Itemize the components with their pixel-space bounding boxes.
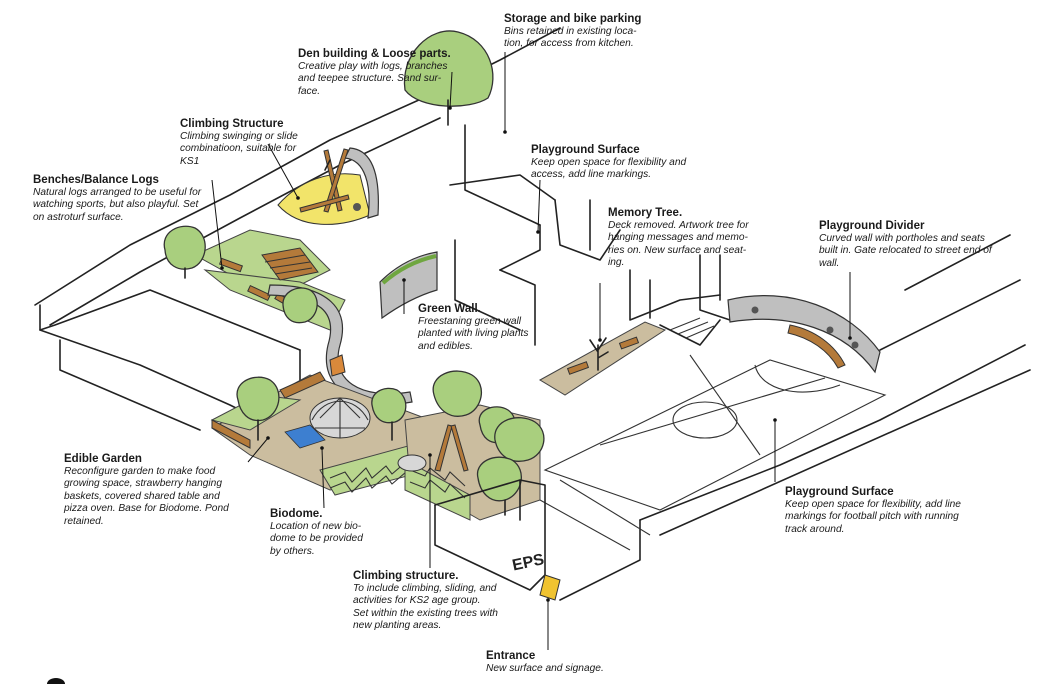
label-biodome: Biodome. Location of new bio- dome to be… xyxy=(270,507,363,558)
label-benches-desc-3: on astroturf surface. xyxy=(33,211,124,223)
label-climbing-structure-title: Climbing Structure xyxy=(180,118,284,130)
label-den-title: Den building & Loose parts. xyxy=(298,48,451,60)
label-biodome-title: Biodome. xyxy=(270,508,323,520)
label-biodome-desc-2: dome to be provided xyxy=(270,533,363,545)
label-playground-surface-bottom-desc-1: Keep open space for flexibility, add lin… xyxy=(785,499,961,510)
trees xyxy=(163,225,545,516)
site-boundary-lines xyxy=(34,27,1031,601)
label-climbing-structure-ks2-desc-1: To include climbing, sliding, and xyxy=(353,583,497,594)
label-storage: Storage and bike parking Bins retained i… xyxy=(504,12,641,51)
playground-divider-wall xyxy=(727,295,881,374)
label-climbing-structure-ks2-desc-4: new planting areas. xyxy=(353,620,442,632)
label-playground-divider: Playground Divider Curved wall with port… xyxy=(819,219,992,270)
label-storage-desc-1: Bins retained in existing loca- xyxy=(504,26,637,37)
label-playground-surface-top-desc-2: access, add line markings. xyxy=(531,169,652,181)
label-den-desc-3: face. xyxy=(298,85,321,97)
label-climbing-structure-desc-2: combinatioon, suitable for xyxy=(180,143,297,155)
label-green-wall-desc-1: Freestaning green wall xyxy=(418,316,522,327)
label-biodome-desc-1: Location of new bio- xyxy=(270,521,362,532)
label-memory-tree-desc-3: ries on. New surface and seat- xyxy=(608,244,747,256)
label-green-wall-title: Green Wall. xyxy=(418,303,481,315)
football-pitch xyxy=(539,354,887,551)
label-benches: Benches/Balance Logs Natural logs arrang… xyxy=(33,173,201,224)
label-biodome-desc-3: by others. xyxy=(270,545,315,557)
corner-mark xyxy=(47,678,65,684)
label-edible-garden-title: Edible Garden xyxy=(64,453,142,465)
label-entrance-title: Entrance xyxy=(486,650,536,662)
label-green-wall: Green Wall. Freestaning green wall plant… xyxy=(418,302,528,353)
label-playground-surface-bottom-desc-2: markings for football pitch with running xyxy=(785,511,959,523)
memory-tree-area xyxy=(538,321,667,396)
label-playground-divider-desc-1: Curved wall with portholes and seats xyxy=(819,233,985,244)
label-benches-desc-2: watching sports, but also playful. Set xyxy=(33,199,199,211)
label-green-wall-desc-3: and edibles. xyxy=(418,340,473,352)
label-benches-title: Benches/Balance Logs xyxy=(33,174,159,186)
entrance-sign-text: EPS xyxy=(511,551,546,574)
label-playground-surface-top-title: Playground Surface xyxy=(531,144,640,156)
label-memory-tree-desc-4: ing. xyxy=(608,257,625,269)
label-playground-surface-bottom-desc-3: track around. xyxy=(785,523,845,535)
label-edible-garden: Edible Garden Reconfigure garden to make… xyxy=(64,452,229,528)
label-playground-divider-desc-2: built in. Gate relocated to street end o… xyxy=(819,245,992,257)
serpentine-wall xyxy=(267,284,413,405)
label-den: Den building & Loose parts. Creative pla… xyxy=(298,47,451,98)
label-playground-surface-top-desc-1: Keep open space for flexibility and xyxy=(531,157,687,168)
label-memory-tree-title: Memory Tree. xyxy=(608,207,683,219)
label-edible-garden-desc-3: baskets, covered shared table and xyxy=(64,490,220,502)
label-climbing-structure-desc-3: KS1 xyxy=(180,155,200,167)
label-playground-surface-bottom-title: Playground Surface xyxy=(785,486,894,498)
label-climbing-structure-ks2-title: Climbing structure. xyxy=(353,570,459,582)
school-building-outline xyxy=(449,124,731,346)
label-climbing-structure-desc-1: Climbing swinging or slide xyxy=(180,131,298,142)
benches-area xyxy=(193,229,346,331)
label-climbing-structure: Climbing Structure Climbing swinging or … xyxy=(180,117,298,168)
label-memory-tree: Memory Tree. Deck removed. Artwork tree … xyxy=(608,206,749,270)
leader-lines xyxy=(211,52,852,650)
label-edible-garden-desc-1: Reconfigure garden to make food xyxy=(64,466,216,477)
den-building-area xyxy=(277,147,379,225)
edible-garden xyxy=(210,354,431,496)
label-memory-tree-desc-1: Deck removed. Artwork tree for xyxy=(608,220,749,231)
label-den-desc-1: Creative play with logs, branches xyxy=(298,61,448,72)
label-playground-divider-title: Playground Divider xyxy=(819,220,925,232)
label-edible-garden-desc-2: growing space, strawberry hanging xyxy=(64,478,222,490)
label-den-desc-2: and teepee structure. Sand sur- xyxy=(298,73,442,85)
label-memory-tree-desc-2: hanging messages and memo- xyxy=(608,232,748,244)
label-benches-desc-1: Natural logs arranged to be useful for xyxy=(33,187,202,198)
label-storage-title: Storage and bike parking xyxy=(504,13,642,25)
label-edible-garden-desc-5: retained. xyxy=(64,515,104,527)
entrance-building xyxy=(434,479,561,601)
label-climbing-structure-ks2-desc-3: Set within the existing trees with xyxy=(353,607,498,619)
label-playground-divider-desc-3: wall. xyxy=(819,257,840,269)
label-playground-surface-top: Playground Surface Keep open space for f… xyxy=(531,143,686,182)
label-entrance: Entrance New surface and signage. xyxy=(486,649,604,675)
storage-tree xyxy=(403,30,494,107)
label-climbing-structure-ks2: Climbing structure. To include climbing,… xyxy=(353,569,498,633)
label-playground-surface-bottom: Playground Surface Keep open space for f… xyxy=(785,485,961,536)
label-storage-desc-2: tion, for access from kitchen. xyxy=(504,38,634,50)
label-entrance-desc-1: New surface and signage. xyxy=(486,663,604,674)
label-climbing-structure-ks2-desc-2: activities for KS2 age group. xyxy=(353,595,481,607)
green-wall xyxy=(379,251,438,320)
label-green-wall-desc-2: planted with living plants xyxy=(418,328,529,340)
label-edible-garden-desc-4: pizza oven. Base for Biodome. Pond xyxy=(64,503,229,515)
